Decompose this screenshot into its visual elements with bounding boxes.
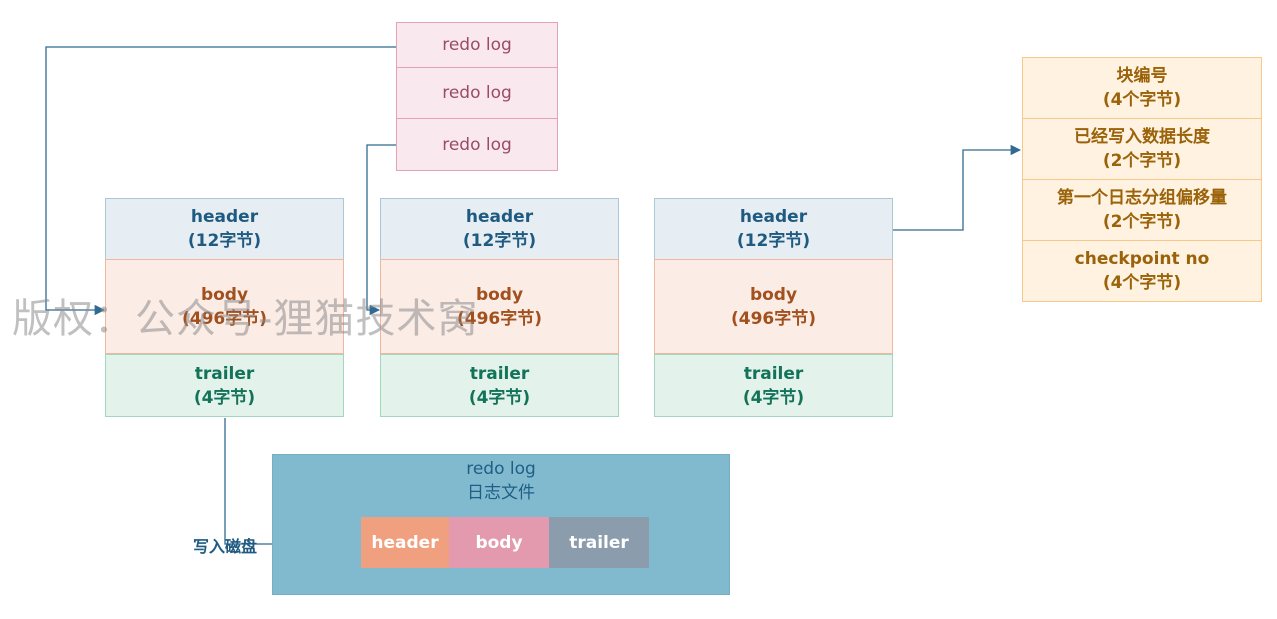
file-subtitle: 日志文件: [467, 483, 535, 503]
arrow-header-to-fields: [893, 144, 1022, 231]
block1-body: body(496字节): [105, 259, 344, 354]
header-field-checkpoint-no: checkpoint no(4个字节): [1022, 240, 1262, 302]
block2-body: body(496字节): [380, 259, 619, 354]
redo-log-3: redo log: [396, 118, 558, 171]
file-segment-header: header: [361, 517, 449, 568]
block3-body: body(496字节): [654, 259, 893, 354]
header-field-first-group-offset: 第一个日志分组偏移量(2个字节): [1022, 179, 1262, 241]
file-segment-trailer: trailer: [549, 517, 649, 568]
redo-log-1: redo log: [396, 22, 558, 68]
block1-header: header(12字节): [105, 198, 344, 260]
header-field-block-no: 块编号(4个字节): [1022, 57, 1262, 119]
redo-log-2: redo log: [396, 67, 558, 119]
block1-trailer: trailer(4字节): [105, 354, 344, 417]
header-field-data-length: 已经写入数据长度(2个字节): [1022, 118, 1262, 180]
watermark: 版权：公众号-狸猫技术窝: [12, 296, 479, 342]
file-segment-body: body: [449, 517, 549, 568]
arrow-redo3-to-block2: [366, 144, 396, 316]
block3-header: header(12字节): [654, 198, 893, 260]
arrow-redo1-to-block1: [45, 46, 396, 316]
block3-trailer: trailer(4字节): [654, 354, 893, 417]
write-to-disk-label: 写入磁盘: [193, 537, 258, 556]
block2-trailer: trailer(4字节): [380, 354, 619, 417]
block2-header: header(12字节): [380, 198, 619, 260]
file-title: redo log: [466, 459, 536, 479]
